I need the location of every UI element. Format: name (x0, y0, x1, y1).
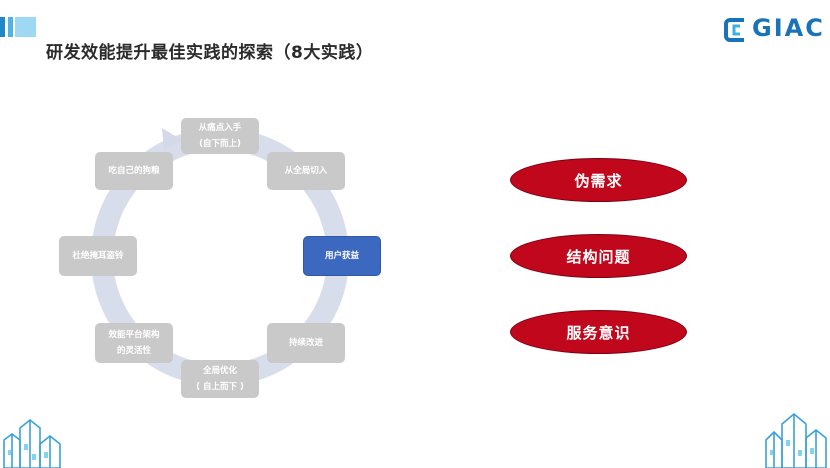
pitfall-pill-service-awareness: 服务意识 (510, 310, 687, 354)
node-start-from-pain-points: 从痛点入手 (自下而上) (181, 118, 259, 154)
logo-text: GIAC (752, 14, 825, 42)
node-no-self-deception: 杜绝掩耳盗铃 (59, 236, 137, 276)
pitfall-pill-fake-demand: 伪需求 (510, 158, 687, 202)
giac-logo-icon (724, 18, 744, 42)
node-global-entry: 从全局切入 (267, 152, 345, 190)
node-platform-flexibility: 效能平台架构 的灵活性 (95, 323, 173, 363)
cycle-arrowhead-icon (162, 128, 182, 150)
corner-accent-bars (0, 17, 36, 37)
page-title: 研发效能提升最佳实践的探索（8大实践） (46, 43, 374, 63)
left-building-decoration-icon (3, 418, 61, 468)
node-global-optimization: 全局优化 ( 自上而下 ) (181, 360, 259, 398)
right-building-decoration-icon (765, 412, 827, 468)
pitfall-pill-structure-problem: 结构问题 (510, 234, 687, 278)
node-eat-own-dogfood: 吃自己的狗粮 (95, 152, 173, 190)
node-continuous-improvement: 持续改进 (267, 323, 345, 363)
node-user-benefit: 用户获益 (303, 236, 381, 276)
